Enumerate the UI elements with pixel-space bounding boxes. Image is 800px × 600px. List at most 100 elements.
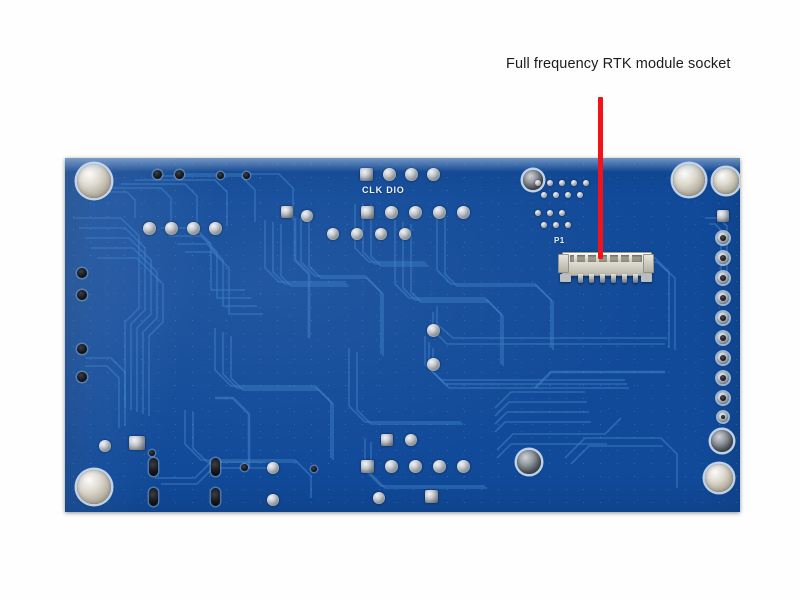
pad-row3-3: [375, 228, 387, 240]
smd-pad-a4: [571, 180, 577, 186]
mounting-hole-top-right-inner: [673, 164, 705, 196]
clk-dio-pad-4: [427, 168, 440, 181]
left-edge-hole-2: [77, 290, 87, 300]
bottom-pad-2: [405, 434, 417, 446]
solder-joint-tl-4: [209, 222, 222, 235]
solder-joint-tl-1: [143, 222, 156, 235]
mounting-hole-bottom-right-inner: [711, 430, 733, 452]
bottom-row-pad-4: [433, 460, 446, 473]
smd-pad-c1: [535, 210, 541, 216]
bottom-row-pad-2: [385, 460, 398, 473]
bl-pad-4: [267, 494, 279, 506]
right-header-pad-5: [717, 292, 729, 304]
connector-pin-1: [578, 274, 583, 283]
pcb-board: CLK DIO: [65, 158, 740, 512]
via-mid-2: [427, 358, 440, 371]
solder-joint-tl-2: [165, 222, 178, 235]
connector-pin-2: [589, 274, 594, 283]
slot-hole-4: [211, 488, 220, 506]
solder-joint-tl-3: [187, 222, 200, 235]
bottom-row-pad-1: [361, 460, 374, 473]
right-header-pad-10: [717, 392, 729, 404]
mounting-hole-bottom-center: [517, 450, 541, 474]
pad-left-of-row2: [301, 210, 313, 222]
right-header-pad-11: [718, 412, 728, 422]
mounting-hole-bottom-right-outer: [705, 464, 733, 492]
connector-pin-3: [600, 274, 605, 283]
pad-row2-2: [385, 206, 398, 219]
smd-pad-a3: [559, 180, 565, 186]
smd-pad-b4: [577, 192, 583, 198]
pad-row2-4: [433, 206, 446, 219]
right-header-pad-9: [717, 372, 729, 384]
smd-pad-a1: [535, 180, 541, 186]
clk-dio-pad-1: [360, 168, 373, 181]
smd-pad-c2: [547, 210, 553, 216]
pad-row2-3: [409, 206, 422, 219]
mounting-hole-top-left: [77, 164, 111, 198]
rtk-module-socket-p1[interactable]: [558, 248, 654, 283]
bl-pad-1: [99, 440, 111, 452]
right-header-pad-8: [717, 352, 729, 364]
pad-row3-2: [351, 228, 363, 240]
bl-pad-3: [267, 462, 279, 474]
bottom-edge-pad-2: [425, 490, 438, 503]
annotation-pointer-line: [598, 97, 603, 259]
right-header-pad-4: [717, 272, 729, 284]
connector-latch-left: [558, 254, 569, 273]
bl-hole-1: [149, 450, 155, 456]
bottom-edge-pad-1: [373, 492, 385, 504]
bottom-row-pad-5: [457, 460, 470, 473]
slot-hole-3: [211, 458, 220, 476]
smd-pad-d3: [565, 222, 571, 228]
connector-pin-5: [622, 274, 627, 283]
bl-hole-3: [311, 466, 317, 472]
connector-contact-slot: [570, 255, 642, 262]
pad-left-of-row2-square: [281, 206, 293, 218]
smd-pad-b1: [541, 192, 547, 198]
smd-pad-c3: [559, 210, 565, 216]
clk-dio-pad-2: [383, 168, 396, 181]
left-edge-hole-1: [77, 268, 87, 278]
smd-pad-b3: [565, 192, 571, 198]
via-mid-1: [427, 324, 440, 337]
left-edge-hole-4: [77, 372, 87, 382]
right-header-pad-1-square: [717, 210, 729, 222]
bl-pad-2: [129, 436, 145, 450]
pad-row3-4: [399, 228, 411, 240]
smd-pad-a5: [583, 180, 589, 186]
silkscreen-p1: P1: [554, 236, 565, 245]
top-hole-2: [175, 170, 184, 179]
top-hole-4: [243, 172, 250, 179]
smd-pad-d2: [553, 222, 559, 228]
right-header-pad-2: [717, 232, 729, 244]
clk-dio-pad-3: [405, 168, 418, 181]
top-hole-3: [217, 172, 224, 179]
connector-pin-4: [611, 274, 616, 283]
bl-hole-2: [241, 464, 248, 471]
connector-pin-6: [633, 274, 638, 283]
left-edge-hole-3: [77, 344, 87, 354]
pad-row3-1: [327, 228, 339, 240]
annotation-label: Full frequency RTK module socket: [506, 56, 731, 72]
slot-hole-2: [149, 488, 158, 506]
pcb-traces: [73, 173, 728, 498]
pad-row2-5: [457, 206, 470, 219]
connector-mount-foot-right: [641, 274, 652, 282]
bottom-pad-1: [381, 434, 393, 446]
mounting-hole-top-right-outer: [713, 168, 739, 194]
right-header-pad-3: [717, 252, 729, 264]
connector-latch-right: [643, 254, 654, 273]
right-header-pad-7: [717, 332, 729, 344]
bottom-row-pad-3: [409, 460, 422, 473]
right-header-pad-6: [717, 312, 729, 324]
smd-pad-d1: [541, 222, 547, 228]
slot-hole-1: [149, 458, 158, 476]
connector-mount-foot-left: [560, 274, 571, 282]
smd-pad-a2: [547, 180, 553, 186]
top-hole-1: [153, 170, 162, 179]
pad-row2-1: [361, 206, 374, 219]
smd-pad-b2: [553, 192, 559, 198]
silkscreen-clk-dio: CLK DIO: [362, 185, 405, 195]
